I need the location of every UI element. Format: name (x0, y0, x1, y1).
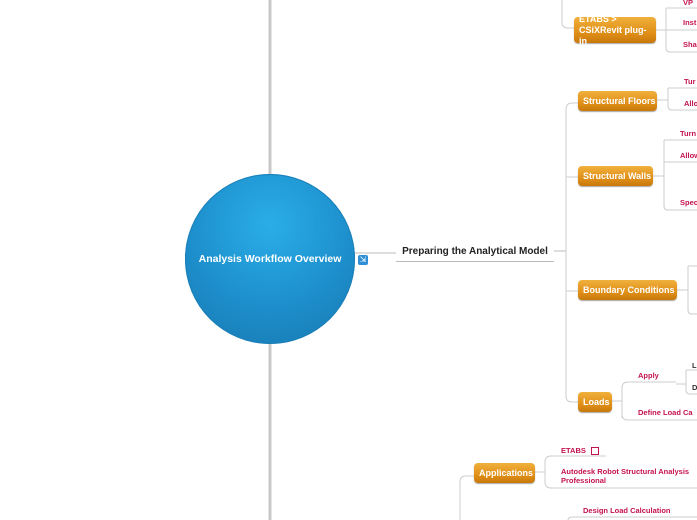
branch-loads[interactable]: Loads (578, 392, 612, 412)
leaf-app-robot[interactable]: Autodesk Robot Structural Analysis Profe… (561, 467, 690, 485)
leaf-app-etabs-label: ETABS (561, 446, 586, 455)
leaf-walls-spec[interactable]: Spec (680, 198, 697, 207)
leaf-floors-tur[interactable]: Tur (684, 77, 696, 86)
branch-boundary-conditions-label: Boundary Conditions (583, 285, 675, 295)
leaf-floors-allo[interactable]: Allo (684, 99, 697, 108)
branch-boundary-conditions[interactable]: Boundary Conditions (578, 280, 677, 300)
branch-loads-label: Loads (583, 397, 610, 407)
branch-structural-walls[interactable]: Structural Walls (578, 166, 653, 186)
branch-structural-walls-label: Structural Walls (583, 171, 652, 181)
central-topic[interactable]: Analysis Workflow Overview (185, 174, 355, 344)
branch-applications-label: Applications (479, 468, 534, 478)
leaf-etabs-vp[interactable]: VP (683, 0, 694, 7)
external-link-icon[interactable] (590, 447, 599, 456)
leaf-app-etabs[interactable]: ETABS (561, 446, 599, 456)
leaf-loads-apply[interactable]: Apply (638, 371, 659, 380)
leaf-walls-allow[interactable]: Allow (680, 151, 697, 160)
leaf-loads-apply-l[interactable]: L (692, 361, 697, 370)
branch-etabs-plugin[interactable]: ETABS > CSiXRevit plug-in (574, 14, 656, 46)
leaf-loads-define[interactable]: Define Load Ca (638, 408, 693, 417)
leaf-etabs-inst[interactable]: Inst (683, 18, 697, 27)
leaf-design-load-calc[interactable]: Design Load Calculation (583, 506, 671, 515)
leaf-loads-apply-d[interactable]: D (692, 383, 697, 392)
branch-applications[interactable]: Applications (474, 463, 535, 483)
leaf-walls-turn[interactable]: Turn (680, 129, 697, 138)
link-icon[interactable]: ⇲ (358, 255, 368, 265)
branch-structural-floors[interactable]: Structural Floors (578, 91, 657, 111)
central-topic-label: Analysis Workflow Overview (198, 253, 342, 265)
branch-structural-floors-label: Structural Floors (583, 96, 656, 106)
leaf-etabs-sha[interactable]: Sha (683, 40, 697, 49)
branch-etabs-plugin-label: ETABS > CSiXRevit plug-in (579, 13, 647, 46)
main-topic-node[interactable]: Preparing the Analytical Model (396, 241, 554, 262)
main-topic-label: Preparing the Analytical Model (402, 245, 548, 257)
